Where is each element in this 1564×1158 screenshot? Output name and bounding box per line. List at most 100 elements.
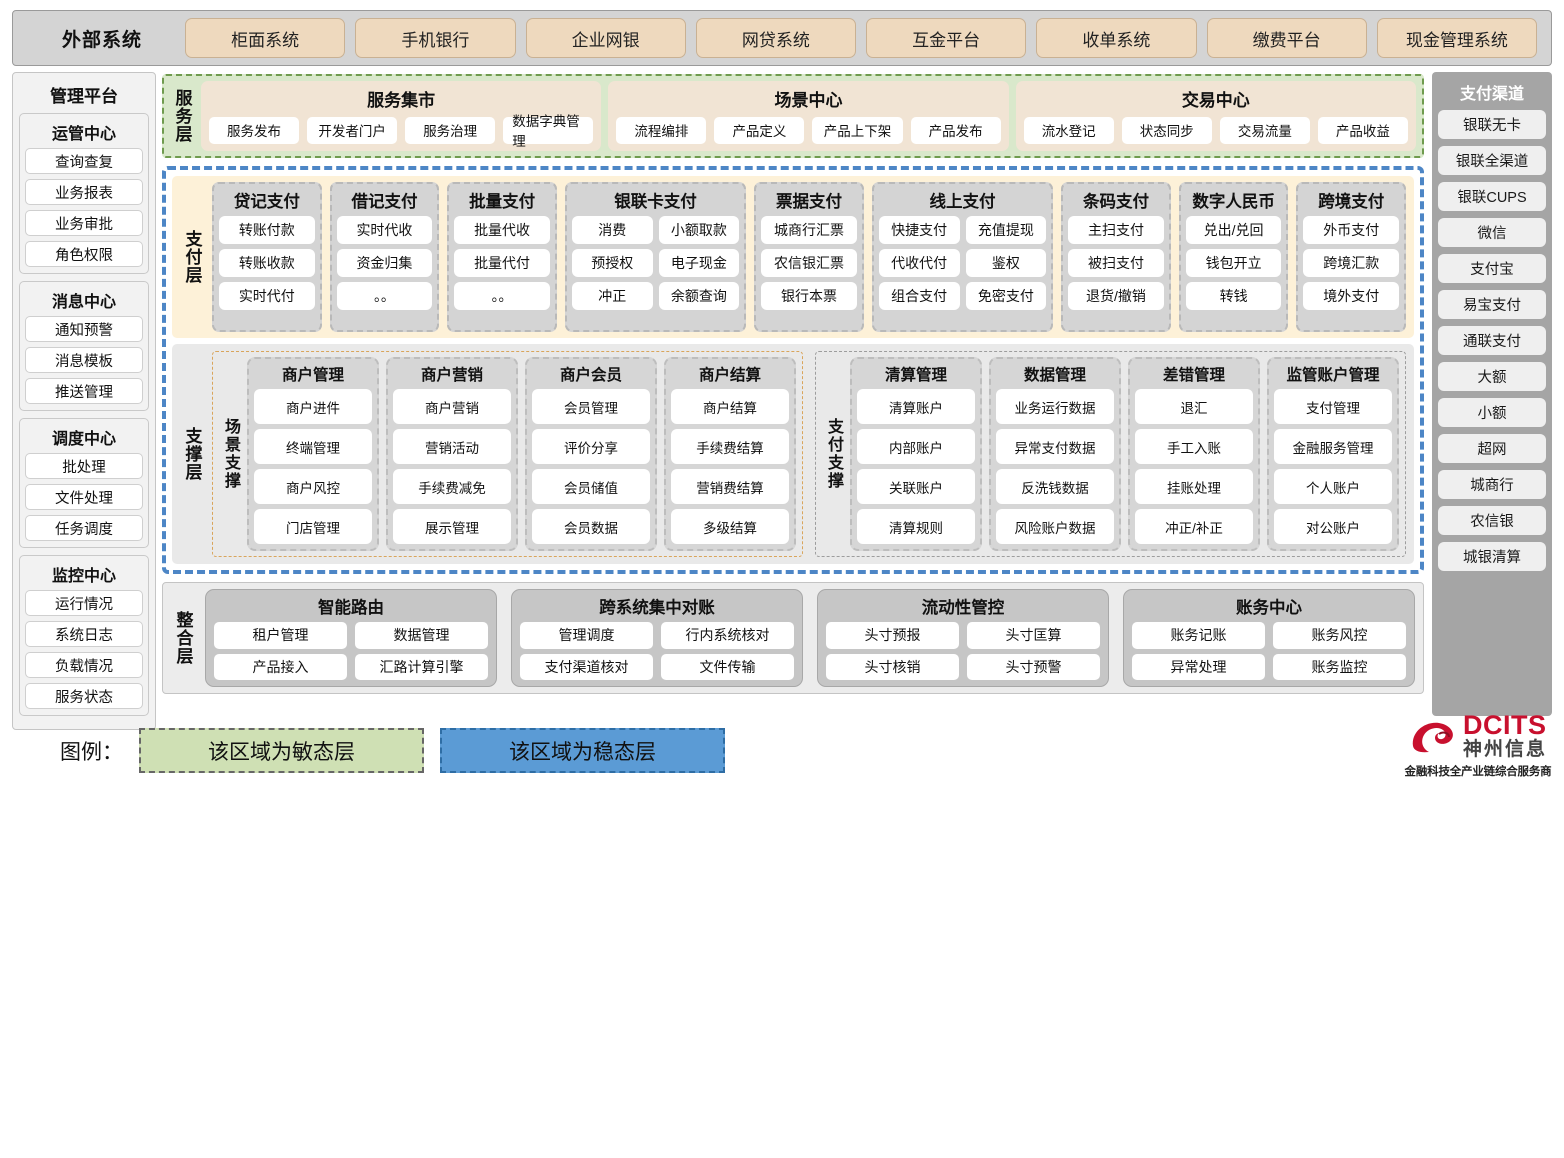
service-chip[interactable]: 交易流量 [1219,116,1310,144]
management-item[interactable]: 业务报表 [25,179,143,205]
integration-item[interactable]: 文件传输 [661,653,794,680]
payment-item[interactable]: 转账付款 [219,216,315,244]
payment-support-item[interactable]: 个人账户 [1274,469,1392,504]
integration-item[interactable]: 数据管理 [355,622,488,649]
payment-support-item[interactable]: 手工入账 [1135,429,1253,464]
service-chip[interactable]: 产品上下架 [812,116,903,144]
external-system-chip[interactable]: 互金平台 [866,18,1027,58]
payment-channel-item[interactable]: 易宝支付 [1438,290,1546,319]
payment-support-item[interactable]: 支付管理 [1274,389,1392,424]
payment-support-item[interactable]: 风险账户数据 [996,509,1114,544]
integration-item[interactable]: 账务监控 [1273,653,1406,680]
payment-support-item[interactable]: 异常支付数据 [996,429,1114,464]
scene-support-item[interactable]: 展示管理 [393,509,511,544]
scene-support-item[interactable]: 商户结算 [671,389,789,424]
payment-item[interactable]: 鉴权 [965,249,1047,277]
management-item[interactable]: 业务审批 [25,210,143,236]
payment-item[interactable]: 转账收款 [219,249,315,277]
integration-item[interactable]: 租户管理 [214,622,347,649]
service-chip[interactable]: 服务治理 [405,116,496,144]
payment-support-item[interactable]: 反洗钱数据 [996,469,1114,504]
service-chip[interactable]: 产品发布 [910,116,1001,144]
payment-channel-item[interactable]: 小额 [1438,398,1546,427]
payment-item[interactable]: 快捷支付 [878,216,960,244]
payment-item[interactable]: 代收代付 [878,249,960,277]
payment-channel-item[interactable]: 城商行 [1438,470,1546,499]
scene-support-item[interactable]: 商户风控 [254,469,372,504]
management-item[interactable]: 批处理 [25,453,143,479]
payment-channel-item[interactable]: 银联无卡 [1438,110,1546,139]
payment-item[interactable]: 钱包开立 [1185,249,1282,277]
payment-item[interactable]: 农信银汇票 [761,249,857,277]
service-chip[interactable]: 流程编排 [616,116,707,144]
payment-item[interactable]: 小额取款 [658,216,740,244]
management-item[interactable]: 查询查复 [25,148,143,174]
payment-item[interactable]: 实时代收 [336,216,433,244]
payment-item[interactable]: 预授权 [571,249,653,277]
payment-item[interactable]: 外币支付 [1303,216,1400,244]
service-chip[interactable]: 产品定义 [714,116,805,144]
payment-item[interactable]: 资金归集 [336,249,433,277]
payment-item[interactable]: 消费 [571,216,653,244]
external-system-chip[interactable]: 缴费平台 [1206,18,1367,58]
payment-channel-item[interactable]: 大额 [1438,362,1546,391]
integration-item[interactable]: 支付渠道核对 [520,653,653,680]
integration-item[interactable]: 汇路计算引擎 [355,653,488,680]
payment-support-item[interactable]: 清算账户 [857,389,975,424]
payment-item[interactable]: 境外支付 [1303,282,1400,310]
external-system-chip[interactable]: 柜面系统 [185,18,346,58]
payment-support-item[interactable]: 关联账户 [857,469,975,504]
payment-item[interactable]: 退货/撤销 [1068,282,1164,310]
payment-channel-item[interactable]: 农信银 [1438,506,1546,535]
payment-item[interactable]: 兑出/兑回 [1185,216,1282,244]
management-item[interactable]: 推送管理 [25,378,143,404]
payment-item[interactable]: 。。 [336,282,433,310]
scene-support-item[interactable]: 会员数据 [532,509,650,544]
scene-support-item[interactable]: 营销活动 [393,429,511,464]
payment-support-item[interactable]: 清算规则 [857,509,975,544]
payment-item[interactable]: 跨境汇款 [1303,249,1400,277]
payment-channel-item[interactable]: 微信 [1438,218,1546,247]
payment-item[interactable]: 银行本票 [761,282,857,310]
scene-support-item[interactable]: 会员管理 [532,389,650,424]
integration-item[interactable]: 账务记账 [1132,622,1265,649]
external-system-chip[interactable]: 网贷系统 [695,18,856,58]
integration-item[interactable]: 头寸核销 [826,653,959,680]
integration-item[interactable]: 管理调度 [520,622,653,649]
payment-item[interactable]: 被扫支付 [1068,249,1164,277]
service-chip[interactable]: 数据字典管理 [503,114,594,149]
service-chip[interactable]: 流水登记 [1023,116,1114,144]
scene-support-item[interactable]: 会员储值 [532,469,650,504]
payment-channel-item[interactable]: 城银清算 [1438,542,1546,571]
payment-item[interactable]: 实时代付 [219,282,315,310]
management-item[interactable]: 角色权限 [25,241,143,267]
external-system-chip[interactable]: 现金管理系统 [1376,18,1537,58]
management-item[interactable]: 服务状态 [25,683,143,709]
integration-item[interactable]: 异常处理 [1132,653,1265,680]
payment-item[interactable]: 电子现金 [658,249,740,277]
payment-channel-item[interactable]: 超网 [1438,434,1546,463]
scene-support-item[interactable]: 营销费结算 [671,469,789,504]
payment-support-item[interactable]: 业务运行数据 [996,389,1114,424]
payment-item[interactable]: 充值提现 [965,216,1047,244]
scene-support-item[interactable]: 终端管理 [254,429,372,464]
external-system-chip[interactable]: 手机银行 [355,18,516,58]
management-item[interactable]: 系统日志 [25,621,143,647]
scene-support-item[interactable]: 商户营销 [393,389,511,424]
payment-item[interactable]: 城商行汇票 [761,216,857,244]
service-chip[interactable]: 开发者门户 [307,116,398,144]
payment-support-item[interactable]: 对公账户 [1274,509,1392,544]
payment-item[interactable]: 主扫支付 [1068,216,1164,244]
payment-item[interactable]: 冲正 [571,282,653,310]
payment-support-item[interactable]: 内部账户 [857,429,975,464]
payment-support-item[interactable]: 挂账处理 [1135,469,1253,504]
management-item[interactable]: 通知预警 [25,316,143,342]
payment-item[interactable]: 。。 [454,282,550,310]
integration-item[interactable]: 头寸匡算 [967,622,1100,649]
management-item[interactable]: 文件处理 [25,484,143,510]
payment-item[interactable]: 组合支付 [878,282,960,310]
external-system-chip[interactable]: 收单系统 [1036,18,1197,58]
scene-support-item[interactable]: 商户进件 [254,389,372,424]
payment-item[interactable]: 转钱 [1185,282,1282,310]
payment-support-item[interactable]: 冲正/补正 [1135,509,1253,544]
